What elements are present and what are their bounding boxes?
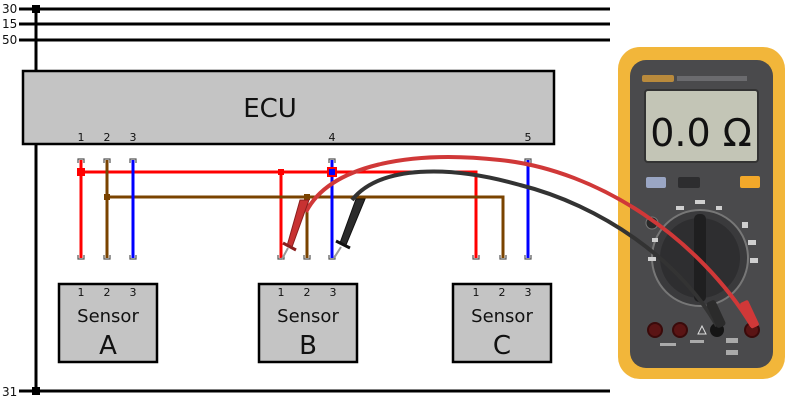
jack-amps[interactable] [647, 322, 663, 338]
ecu-pin-2: 2 [104, 131, 111, 144]
lcd-screen [644, 89, 759, 163]
sensor-a-letter: A [99, 331, 117, 361]
sensor-a-word: Sensor [77, 306, 139, 327]
red-lead-cable [304, 155, 754, 328]
junction-red-a [77, 168, 85, 176]
model-strip [677, 76, 747, 81]
sensor-b: 1 2 3 Sensor B [257, 282, 359, 364]
backlight-button[interactable] [740, 176, 760, 188]
ecu-title: ECU [243, 94, 297, 124]
sensor-a: 1 2 3 Sensor A [57, 282, 159, 364]
sensor-c-pin-3: 3 [525, 286, 532, 299]
sensor-b-pin-2: 2 [304, 286, 311, 299]
sensor-c-box [451, 282, 553, 364]
ecu-pin-3: 3 [130, 131, 137, 144]
sensor-c-pin-2: 2 [499, 286, 506, 299]
junction-brown-b [304, 194, 310, 200]
connector-stubs [77, 158, 532, 260]
dial-markings [648, 200, 758, 263]
sensor-c-letter: C [493, 331, 511, 361]
sensor-a-box [57, 282, 159, 364]
ecu-pin-1: 1 [78, 131, 85, 144]
black-probe [333, 198, 366, 259]
jack-labels [660, 338, 738, 355]
power-rails: 30 15 50 31 [2, 2, 610, 399]
ecu-block: ECU 1 2 3 4 5 [21, 69, 556, 146]
black-lead-cable [350, 169, 719, 327]
sensor-b-pin-1: 1 [278, 286, 285, 299]
junction-red-b [278, 169, 284, 175]
wire-brown-bus [107, 195, 505, 258]
sensor-c: 1 2 3 Sensor C [451, 282, 553, 364]
black-plug [706, 300, 726, 328]
lcd-reading: 0.0 Ω [650, 111, 752, 155]
rail-label-50: 50 [2, 33, 17, 47]
warning-icon [697, 324, 707, 335]
junction-30 [32, 5, 40, 13]
sensor-b-word: Sensor [277, 306, 339, 327]
rail-label-30: 30 [2, 2, 17, 16]
wiring [77, 158, 532, 260]
sensor-b-pin-3: 3 [330, 286, 337, 299]
multimeter: 0.0 Ω [618, 47, 785, 379]
rail-label-31: 31 [2, 385, 17, 399]
probe-contact-point [327, 167, 337, 177]
range-button[interactable] [678, 177, 700, 188]
junction-brown-a [104, 194, 110, 200]
ecu-pin-4: 4 [329, 131, 336, 144]
test-leads [281, 155, 759, 329]
brand-badge [642, 75, 674, 82]
junction-31 [32, 387, 40, 395]
sensor-c-pin-1: 1 [473, 286, 480, 299]
ecu-box [21, 69, 556, 146]
wire-red-bus [81, 170, 478, 258]
sensor-b-box [257, 282, 359, 364]
ecu-pin-5: 5 [525, 131, 532, 144]
red-probe [281, 199, 310, 260]
rail-label-15: 15 [2, 17, 17, 31]
sensor-b-letter: B [299, 331, 317, 361]
sensor-a-pin-3: 3 [130, 286, 137, 299]
sensor-a-pin-2: 2 [104, 286, 111, 299]
red-plug [740, 300, 759, 329]
jack-milliamps[interactable] [672, 322, 688, 338]
hold-button[interactable] [646, 177, 666, 188]
sensor-c-word: Sensor [471, 306, 533, 327]
sensor-a-pin-1: 1 [78, 286, 85, 299]
